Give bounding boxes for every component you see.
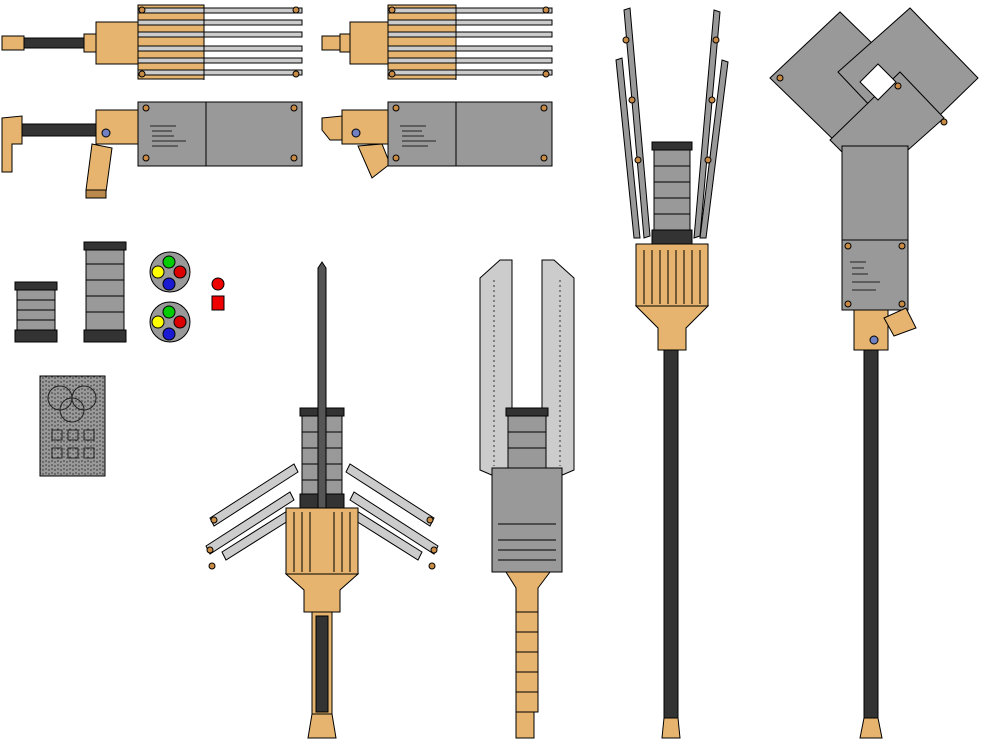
indicator-dot bbox=[211, 277, 225, 291]
battery-small bbox=[14, 281, 58, 343]
diamond-shield-staff bbox=[769, 7, 979, 739]
side-view-cannon-top-short bbox=[321, 4, 553, 80]
side-view-cannon-plate-short bbox=[321, 101, 553, 179]
battery-tall bbox=[83, 241, 127, 343]
winged-sword-staff bbox=[205, 261, 439, 739]
twin-blade-staff bbox=[479, 259, 575, 739]
engraved-tablet bbox=[39, 375, 106, 477]
gem-socket-top bbox=[149, 251, 191, 293]
side-view-cannon-plate bbox=[1, 101, 303, 199]
gem-socket-bottom bbox=[149, 301, 191, 343]
side-view-cannon-top bbox=[1, 4, 303, 80]
indicator-square bbox=[211, 295, 225, 311]
claw-rig-open-tall bbox=[615, 7, 729, 739]
